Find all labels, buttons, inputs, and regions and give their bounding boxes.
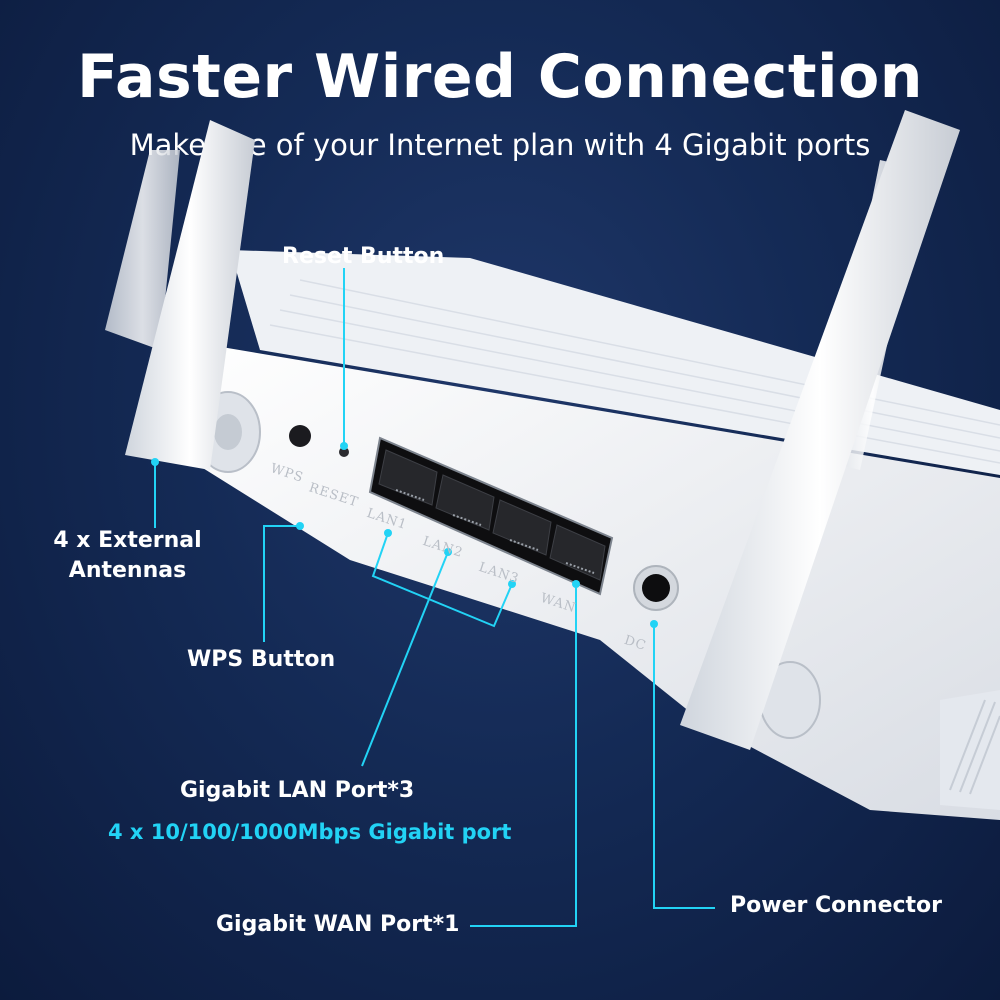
antenna-front-left (125, 120, 255, 470)
wps-button (289, 425, 311, 447)
lan1-port (378, 449, 438, 506)
wan-port-label: Gigabit WAN Port*1 (216, 912, 460, 937)
antenna-front-right (680, 110, 960, 750)
power-connector-label: Power Connector (730, 893, 943, 918)
vent-lines (949, 699, 1000, 795)
antenna-back-left (105, 150, 180, 350)
callout-lines (154, 268, 715, 927)
lan2-port (435, 474, 495, 531)
lan-group-line (371, 532, 513, 628)
router-top-ribs (269, 279, 1000, 464)
wps-callout-line (263, 525, 298, 642)
power-callout-line (653, 626, 715, 909)
reset-hole (339, 447, 349, 457)
port-spec-label: 4 x 10/100/1000Mbps Gigabit port (108, 820, 512, 844)
lan3-port (492, 499, 552, 556)
page-title: Faster Wired Connection (76, 42, 924, 112)
router-side-vents (940, 690, 1000, 810)
antennas-label: 4 x External Antennas (53, 528, 202, 583)
wps-button-label: WPS Button (187, 647, 336, 672)
wan-port (549, 524, 606, 581)
lan-callout-line (361, 551, 449, 767)
wan-callout-line (470, 586, 577, 927)
reset-button-label: Reset Button (282, 244, 445, 269)
lan-port-label: Gigabit LAN Port*3 (180, 778, 415, 803)
